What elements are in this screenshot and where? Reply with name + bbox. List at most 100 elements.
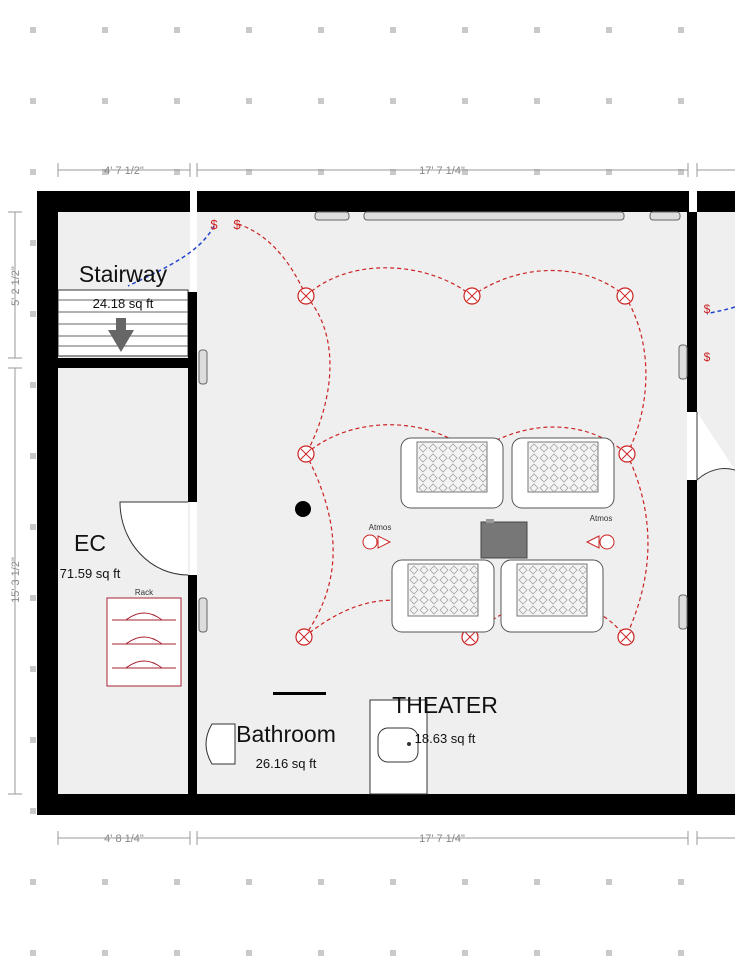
grid-dot <box>30 808 36 814</box>
grid-dot <box>606 879 612 885</box>
grid-dot <box>678 950 684 956</box>
grid-dot <box>30 950 36 956</box>
grid-dot <box>30 879 36 885</box>
projector-tab <box>486 519 494 523</box>
grid-dot <box>102 27 108 33</box>
light-fixture-icon <box>618 445 636 463</box>
grid-dot <box>246 950 252 956</box>
grid-dot <box>318 879 324 885</box>
floor-right <box>697 212 735 794</box>
grid-dot <box>30 98 36 104</box>
grid-dot <box>678 27 684 33</box>
grid-dot <box>606 169 612 175</box>
grid-dot <box>678 98 684 104</box>
grid-dot <box>390 98 396 104</box>
room-name-ec: EC <box>74 530 106 556</box>
room-area-theater: 18.63 sq ft <box>415 731 476 746</box>
grid-dot <box>390 169 396 175</box>
grid-dot <box>606 98 612 104</box>
toilet-icon <box>205 723 236 765</box>
grid-dot <box>606 27 612 33</box>
speaker-icon <box>362 534 392 550</box>
blue-wire-left <box>127 225 215 287</box>
sofa-icon <box>400 437 504 509</box>
dimension-left-upper: 5' 2 1/2" <box>10 266 22 306</box>
grid-dot <box>534 169 540 175</box>
grid-dot <box>30 453 36 459</box>
light-fixture-icon <box>297 287 315 305</box>
grid-dot <box>318 169 324 175</box>
grid-dot <box>30 595 36 601</box>
light-fixture-icon <box>617 628 635 646</box>
rack-icon <box>106 597 182 687</box>
grid-dot <box>174 169 180 175</box>
dimension-top-left: 4' 7 1/2" <box>104 165 144 177</box>
switch-icon: $ <box>210 217 218 232</box>
grid-dot <box>318 950 324 956</box>
light-fixture-icon <box>297 445 315 463</box>
room-name-bathroom: Bathroom <box>236 721 336 747</box>
grid-dot <box>246 169 252 175</box>
dimension-left-lower: 15' 3 1/2" <box>10 557 22 603</box>
wall-segment <box>273 692 326 695</box>
grid-dot <box>174 27 180 33</box>
grid-dot <box>462 169 468 175</box>
light-fixture-icon <box>616 287 634 305</box>
grid-dot <box>246 98 252 104</box>
grid-dot <box>390 950 396 956</box>
grid-dot <box>462 879 468 885</box>
grid-dot <box>102 950 108 956</box>
grid-dot <box>462 950 468 956</box>
grid-dot <box>390 879 396 885</box>
sink-icon <box>369 699 428 795</box>
grid-dot <box>30 311 36 317</box>
grid-dot <box>246 27 252 33</box>
dimension-top-main: 17' 7 1/4" <box>419 165 465 177</box>
grid-dot <box>30 524 36 530</box>
grid-dot <box>30 382 36 388</box>
grid-dot <box>102 98 108 104</box>
ec-door <box>119 501 189 576</box>
atmos-right-label: Atmos <box>590 514 613 523</box>
grid-dot <box>534 98 540 104</box>
right-door <box>696 412 735 482</box>
grid-dot <box>678 879 684 885</box>
dimension-bottom-main: 17' 7 1/4" <box>419 833 465 845</box>
sofa-icon <box>391 559 495 633</box>
room-area-stairway: 24.18 sq ft <box>93 296 154 311</box>
grid-dot <box>30 169 36 175</box>
grid-dot <box>678 169 684 175</box>
grid-dot <box>390 27 396 33</box>
grid-dot <box>318 27 324 33</box>
light-fixture-icon <box>463 287 481 305</box>
grid-dot <box>606 950 612 956</box>
rack-label: Rack <box>135 588 154 597</box>
room-area-ec: 71.59 sq ft <box>60 566 121 581</box>
room-name-stairway: Stairway <box>79 261 168 287</box>
grid-dot <box>174 879 180 885</box>
grid-dot <box>30 737 36 743</box>
dimension-lines <box>8 163 735 845</box>
sofa-icon <box>500 559 604 633</box>
speaker-icon <box>585 534 615 550</box>
grid-dot <box>102 879 108 885</box>
blue-wire-right <box>706 306 735 315</box>
room-area-bathroom: 26.16 sq ft <box>256 756 317 771</box>
room-name-theater: THEATER <box>392 692 498 718</box>
switch-icon: $ <box>233 217 241 232</box>
sofa-icon <box>511 437 615 509</box>
grid-dot <box>534 27 540 33</box>
light-fixture-icon <box>295 628 313 646</box>
grid-dot <box>30 666 36 672</box>
switch-icon: $ <box>704 302 711 316</box>
switch-icon: $ <box>704 350 711 364</box>
walls <box>37 191 735 815</box>
ceiling-point-marker <box>295 501 311 517</box>
grid-dot <box>534 879 540 885</box>
grid-dot <box>102 169 108 175</box>
grid-dot <box>174 950 180 956</box>
grid-dot <box>30 240 36 246</box>
grid-dot <box>534 950 540 956</box>
staircase <box>57 289 189 357</box>
